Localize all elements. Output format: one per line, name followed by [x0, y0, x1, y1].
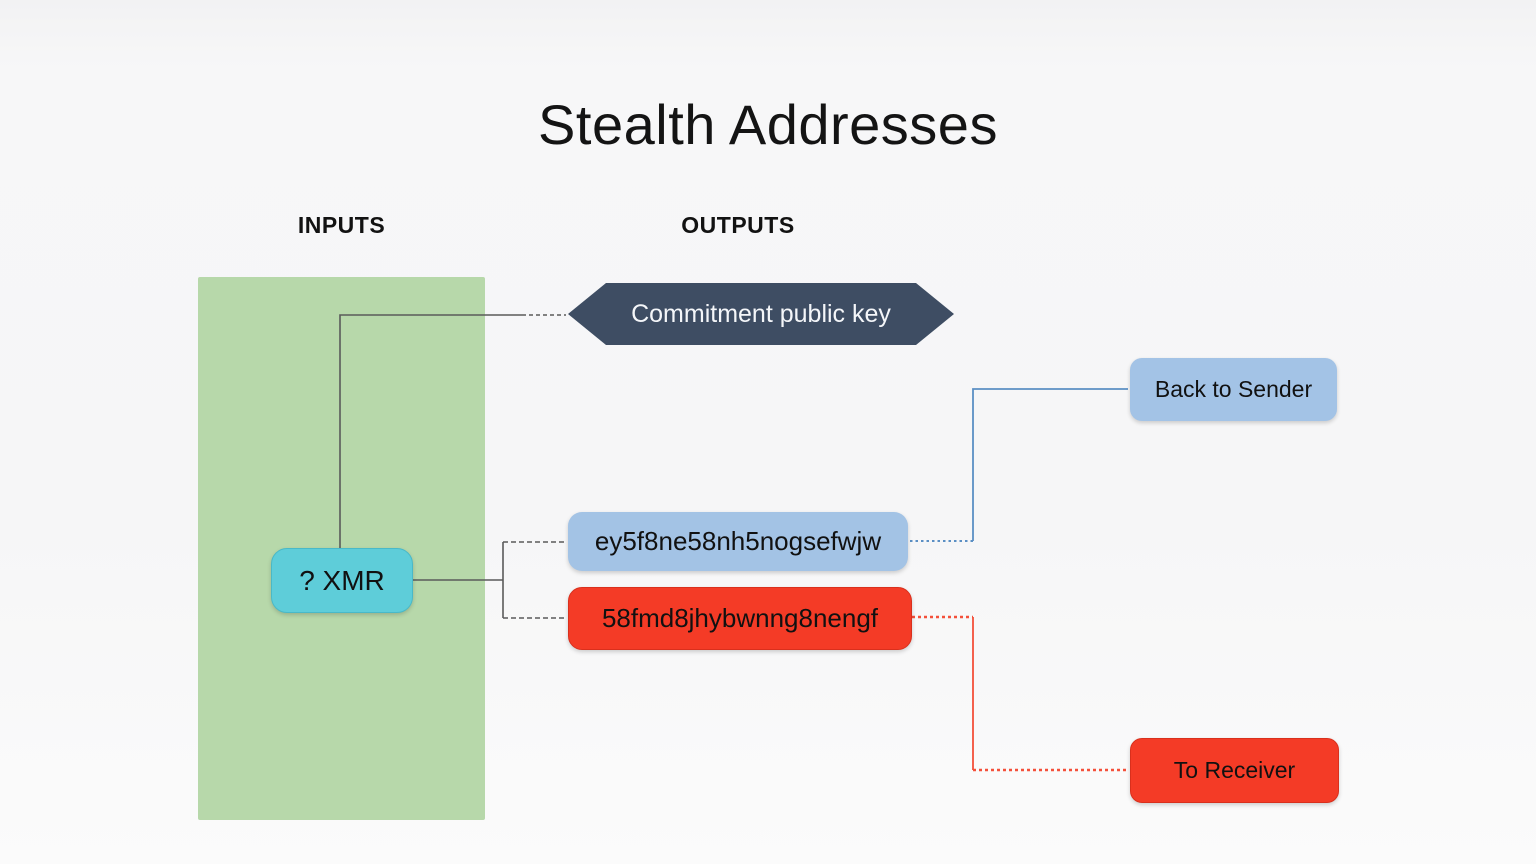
- outputs-column-label: OUTPUTS: [681, 212, 795, 238]
- back-to-sender-label: Back to Sender: [1154, 376, 1313, 402]
- connector-xmr-to-commitment: [339, 314, 522, 548]
- stealth-address-payment-node: 58fmd8jhybwnng8nengf: [568, 587, 912, 650]
- commitment-public-key-label: Commitment public key: [631, 299, 891, 328]
- to-receiver-node: To Receiver: [1130, 738, 1339, 803]
- stealth-address-change-label: ey5f8ne58nh5nogsefwjw: [594, 526, 882, 556]
- stealth-address-payment-label: 58fmd8jhybwnng8nengf: [601, 603, 879, 633]
- commitment-public-key-node: Commitment public key: [568, 283, 954, 345]
- connector-blue-elbow: [972, 388, 1128, 541]
- stealth-address-change-node: ey5f8ne58nh5nogsefwjw: [568, 512, 908, 571]
- input-amount-node: ? XMR: [271, 548, 413, 613]
- back-to-sender-node: Back to Sender: [1130, 358, 1337, 421]
- page-title: Stealth Addresses: [538, 93, 998, 156]
- input-amount-label: ? XMR: [299, 564, 385, 596]
- to-receiver-label: To Receiver: [1173, 757, 1296, 783]
- inputs-column-label: INPUTS: [297, 212, 386, 238]
